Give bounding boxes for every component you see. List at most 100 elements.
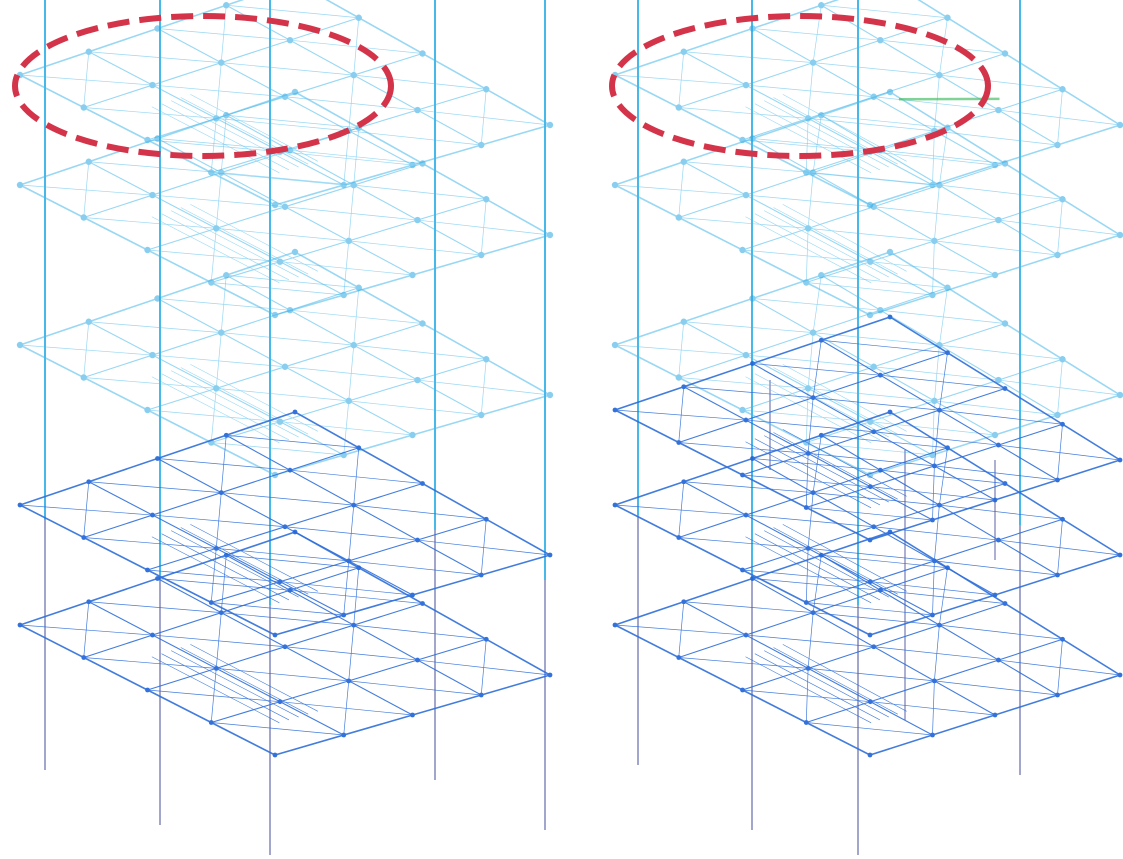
mesh-diagonal bbox=[939, 127, 948, 186]
mesh-line bbox=[754, 438, 881, 506]
mesh-diagonal bbox=[83, 657, 217, 669]
node bbox=[743, 417, 749, 423]
mesh-diagonal bbox=[210, 668, 217, 723]
node bbox=[410, 712, 415, 718]
mesh-line bbox=[782, 204, 907, 272]
node bbox=[1055, 692, 1060, 698]
node bbox=[995, 376, 1002, 384]
node bbox=[877, 306, 884, 314]
node bbox=[867, 632, 873, 638]
mesh-diagonal bbox=[226, 554, 359, 569]
mesh-diagonal bbox=[752, 458, 881, 471]
mesh-diagonal bbox=[932, 400, 935, 456]
mesh-diagonal bbox=[934, 130, 1058, 146]
node bbox=[355, 14, 362, 21]
mesh-diagonal bbox=[480, 519, 487, 576]
mesh-diagonal bbox=[83, 537, 217, 549]
node bbox=[350, 341, 357, 349]
mesh-diagonal bbox=[934, 505, 940, 561]
node bbox=[341, 732, 347, 738]
node bbox=[877, 372, 883, 378]
node bbox=[1116, 121, 1123, 129]
node bbox=[740, 687, 745, 693]
node bbox=[805, 545, 811, 551]
node bbox=[1054, 251, 1061, 259]
node bbox=[350, 71, 357, 79]
mesh-diagonal bbox=[932, 130, 935, 186]
mesh-diagonal bbox=[216, 118, 349, 132]
node bbox=[272, 752, 278, 758]
mesh-diagonal bbox=[813, 397, 940, 411]
mesh-diagonal bbox=[678, 217, 809, 229]
node bbox=[150, 632, 155, 638]
node bbox=[415, 537, 420, 543]
node bbox=[1117, 457, 1123, 463]
mesh-diagonal bbox=[745, 634, 874, 648]
node bbox=[351, 502, 357, 508]
mesh-diagonal bbox=[742, 569, 871, 583]
node bbox=[944, 284, 951, 291]
mesh-diagonal bbox=[210, 118, 217, 173]
mesh-diagonal bbox=[216, 388, 349, 402]
node bbox=[931, 397, 938, 405]
node bbox=[145, 567, 150, 573]
node bbox=[680, 48, 687, 55]
floor-level-3.5 bbox=[612, 314, 1123, 543]
mesh-diagonal bbox=[821, 434, 948, 449]
node bbox=[818, 337, 824, 343]
node bbox=[991, 431, 999, 439]
mesh-diagonal bbox=[812, 115, 822, 173]
node bbox=[1054, 141, 1061, 149]
mesh-diagonal bbox=[221, 492, 354, 506]
mesh-line bbox=[190, 644, 319, 712]
mesh-diagonal bbox=[813, 332, 940, 346]
mesh-diagonal bbox=[353, 17, 360, 76]
node bbox=[680, 318, 687, 325]
node bbox=[992, 712, 998, 718]
floor-level-3 bbox=[17, 409, 553, 638]
node bbox=[355, 284, 362, 291]
mesh-diagonal bbox=[807, 62, 814, 119]
node bbox=[356, 445, 362, 451]
floor-level-4 bbox=[16, 248, 554, 479]
node bbox=[680, 158, 687, 165]
node bbox=[223, 2, 230, 9]
mesh-diagonal bbox=[873, 206, 999, 221]
node bbox=[681, 384, 687, 390]
mesh-diagonal bbox=[805, 228, 809, 283]
node bbox=[155, 576, 160, 581]
node bbox=[805, 450, 811, 456]
mesh-diagonal bbox=[870, 581, 996, 596]
mesh-diagonal bbox=[805, 388, 809, 443]
node bbox=[931, 237, 938, 245]
node bbox=[1059, 356, 1066, 363]
mesh-diagonal bbox=[880, 589, 1006, 604]
mesh-diagonal bbox=[215, 62, 222, 119]
node bbox=[867, 699, 873, 705]
mesh-diagonal bbox=[683, 51, 814, 63]
mesh-line bbox=[151, 656, 280, 724]
node bbox=[415, 657, 420, 663]
mesh-diagonal bbox=[742, 474, 871, 488]
mesh-diagonal bbox=[88, 51, 222, 63]
node bbox=[867, 258, 874, 265]
mesh-diagonal bbox=[806, 722, 933, 736]
mesh-diagonal bbox=[343, 240, 350, 296]
mesh-diagonal bbox=[678, 161, 685, 218]
node bbox=[803, 600, 809, 605]
mesh-line bbox=[773, 527, 898, 595]
node bbox=[1059, 196, 1066, 203]
node bbox=[281, 203, 289, 210]
node bbox=[995, 216, 1002, 224]
node bbox=[281, 363, 289, 370]
floor-level-6 bbox=[16, 0, 554, 209]
mesh-diagonal bbox=[807, 492, 814, 549]
node bbox=[1055, 477, 1060, 483]
mesh-diagonal bbox=[880, 309, 1006, 324]
mesh-diagonal bbox=[812, 275, 822, 333]
mesh-diagonal bbox=[752, 138, 881, 151]
mesh-diagonal bbox=[83, 217, 217, 229]
node bbox=[887, 314, 893, 320]
mesh-line bbox=[161, 213, 290, 281]
node bbox=[804, 225, 812, 232]
